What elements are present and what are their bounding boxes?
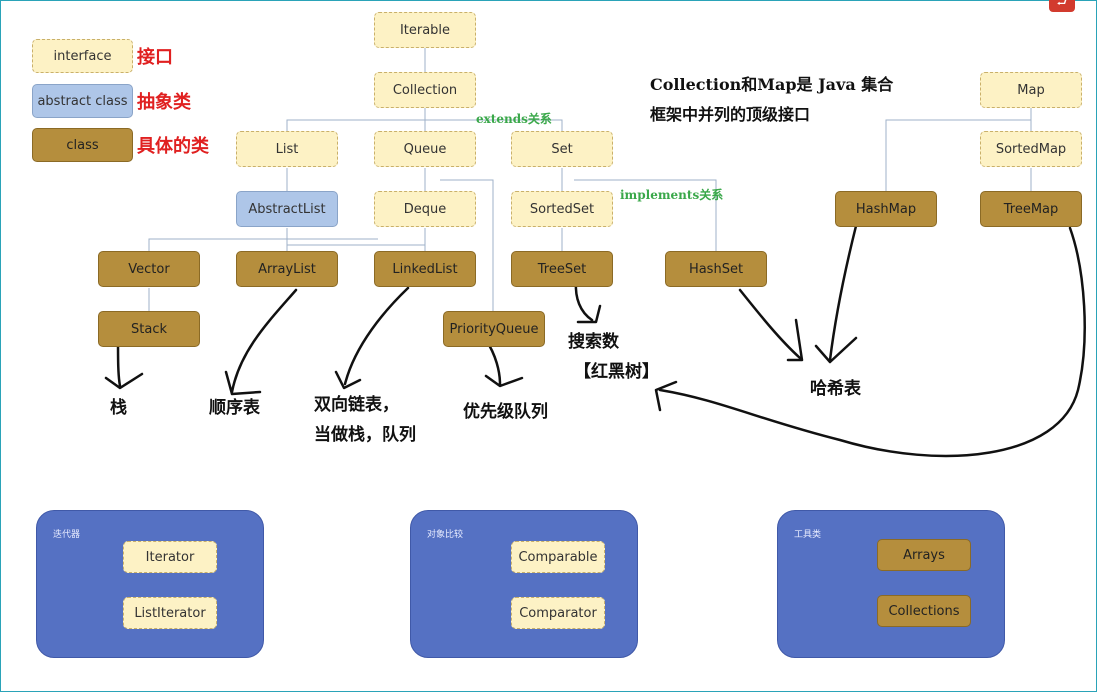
legend-interface-box: interface — [32, 39, 133, 73]
panel-utilities-title: 工具类 — [794, 530, 822, 540]
note-line-1: Collection和Map是 Java 集合 — [650, 75, 894, 94]
line-set-hashset — [574, 179, 717, 251]
node-tree-map: TreeMap — [980, 191, 1082, 227]
node-iterable: Iterable — [374, 12, 476, 48]
annotation-priority-queue: 优先级队列 — [463, 402, 548, 422]
node-comparable: Comparable — [511, 541, 605, 573]
arrow-linkedlist — [334, 286, 410, 390]
node-set: Set — [511, 131, 613, 167]
back-arrow-icon[interactable]: ⮐ — [1049, 0, 1075, 12]
node-stack: Stack — [98, 311, 200, 347]
node-linked-list: LinkedList — [374, 251, 476, 287]
arrow-treeset — [574, 280, 602, 324]
node-sorted-map: SortedMap — [980, 131, 1082, 167]
annotation-linked-line-2: 当做栈，队列 — [314, 425, 416, 445]
node-arrays: Arrays — [877, 539, 971, 571]
node-array-list: ArrayList — [236, 251, 338, 287]
node-list: List — [236, 131, 338, 167]
node-deque: Deque — [374, 191, 476, 227]
legend-abstract-label: 抽象类 — [137, 92, 191, 113]
panel-comparison-title: 对象比较 — [427, 530, 464, 540]
arrow-hashmap — [814, 224, 858, 364]
legend-class-label: 具体的类 — [137, 136, 209, 157]
arrow-arraylist — [224, 288, 298, 396]
annotation-linked-line-1: 双向链表， — [314, 395, 399, 415]
annotation-linked-list: 双向链表， 当做栈，队列 — [314, 390, 416, 450]
node-collection: Collection — [374, 72, 476, 108]
note-line-2: 框架中并列的顶级接口 — [650, 105, 811, 124]
line-abstractlist-vector — [148, 238, 378, 251]
node-hash-map: HashMap — [835, 191, 937, 227]
arrow-treemap — [654, 226, 1086, 458]
line-map-hashmap — [885, 119, 1031, 191]
line-queue-priorityqueue — [440, 179, 494, 311]
node-abstract-list: AbstractList — [236, 191, 338, 227]
annotation-search-line-2: 【红黑树】 — [574, 362, 659, 382]
panel-comparison: 对象比较 Comparable Comparator — [410, 510, 638, 658]
node-collections: Collections — [877, 595, 971, 627]
annotation-stack: 栈 — [110, 398, 127, 418]
arrow-hashset — [738, 288, 804, 362]
panel-iterator-title: 迭代器 — [53, 530, 81, 540]
node-priority-queue: PriorityQueue — [443, 311, 545, 347]
node-tree-set: TreeSet — [511, 251, 613, 287]
node-sorted-set: SortedSet — [511, 191, 613, 227]
annotation-hash-table: 哈希表 — [810, 379, 861, 399]
panel-utilities: 工具类 Arrays Collections — [777, 510, 1005, 658]
annotation-sequence-list: 顺序表 — [209, 398, 260, 418]
node-list-iterator: ListIterator — [123, 597, 217, 629]
annotation-search-line-1: 搜索数 — [568, 332, 619, 352]
top-level-note: Collection和Map是 Java 集合 框架中并列的顶级接口 — [650, 70, 893, 130]
node-map: Map — [980, 72, 1082, 108]
annotation-search-tree: 搜索数 【红黑树】 — [568, 327, 659, 387]
legend-abstract-box: abstract class — [32, 84, 133, 118]
legend-class-box: class — [32, 128, 133, 162]
node-comparator: Comparator — [511, 597, 605, 629]
hierarchy-lines — [148, 48, 1032, 311]
node-iterator: Iterator — [123, 541, 217, 573]
node-vector: Vector — [98, 251, 200, 287]
panel-iterator: 迭代器 Iterator ListIterator — [36, 510, 264, 658]
implements-label: implements关系 — [620, 188, 724, 202]
node-hash-set: HashSet — [665, 251, 767, 287]
extends-label: extends关系 — [476, 112, 552, 126]
node-queue: Queue — [374, 131, 476, 167]
legend-interface-label: 接口 — [137, 47, 173, 68]
